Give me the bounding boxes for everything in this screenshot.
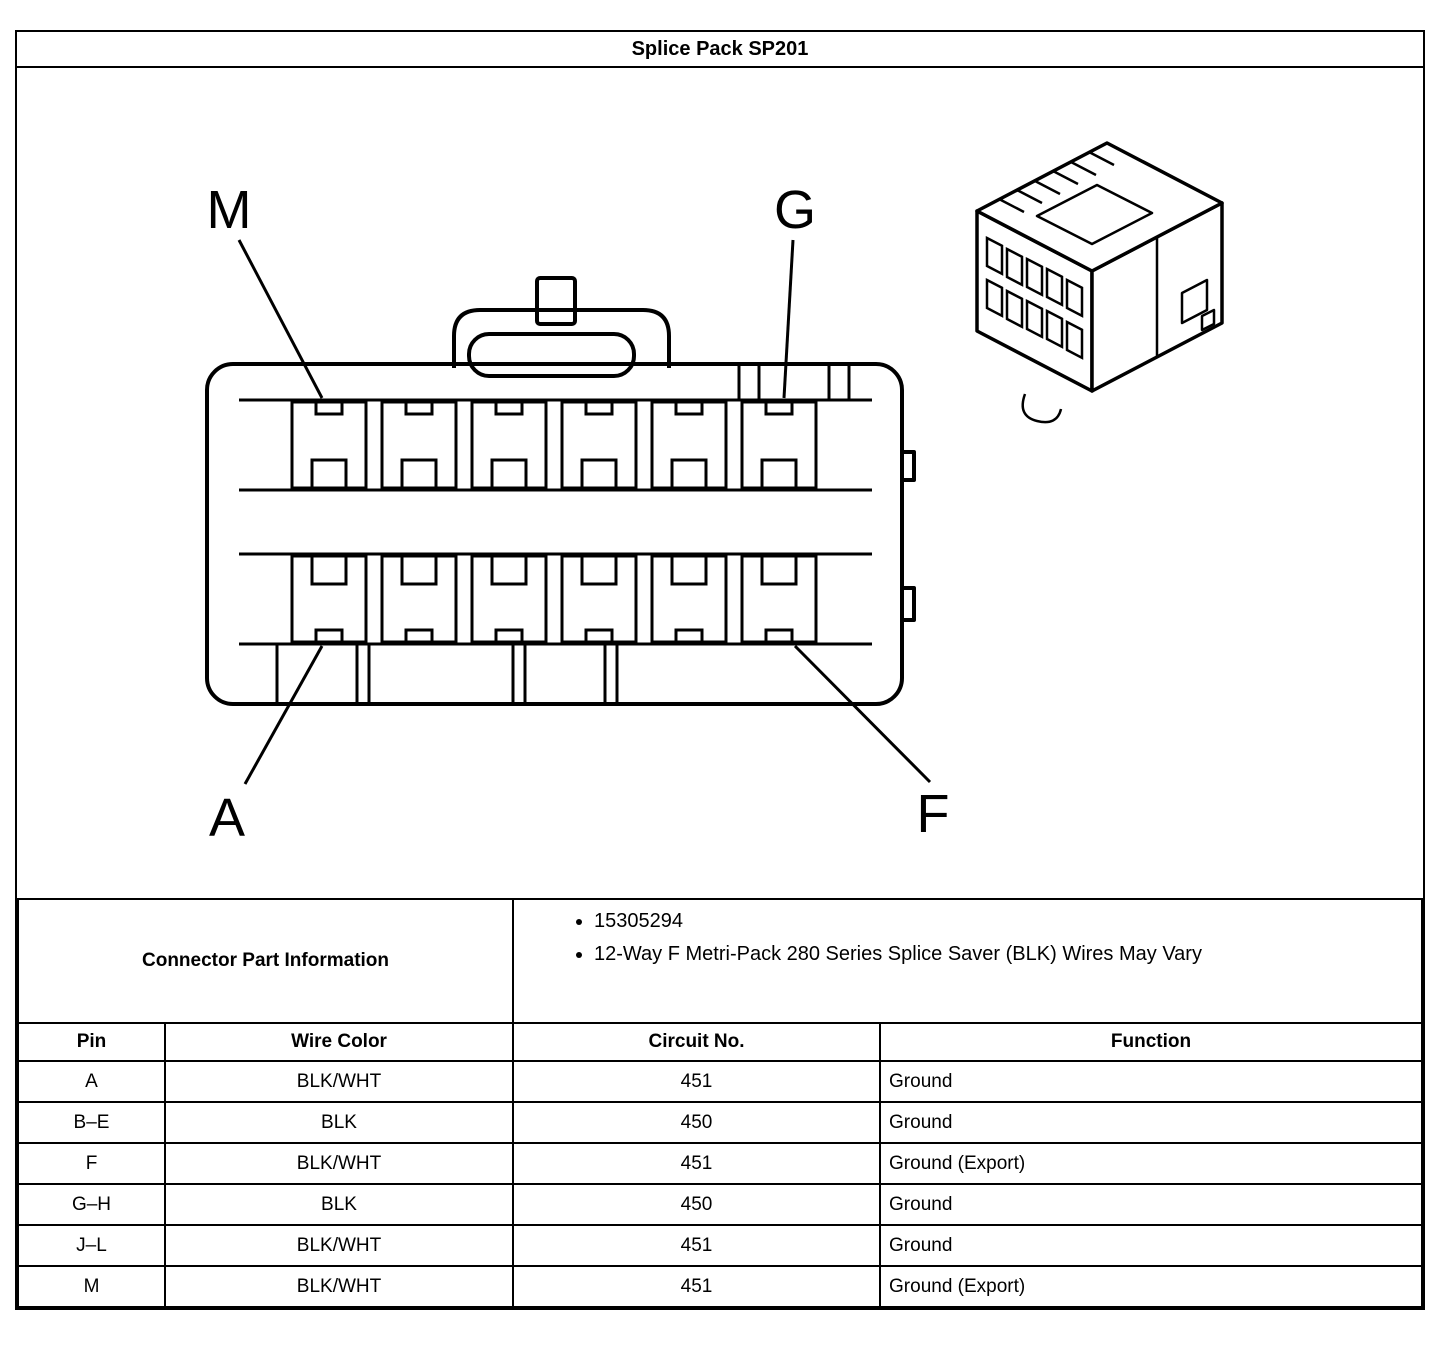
function-cell: Ground bbox=[879, 1224, 1423, 1267]
top-protrusion bbox=[452, 308, 671, 368]
col-header-pin: Pin bbox=[17, 1022, 166, 1062]
cavity-row-top bbox=[290, 400, 818, 490]
connector-body bbox=[205, 362, 904, 706]
connector-info-table: Connector Part Information 15305294 12-W… bbox=[16, 898, 1423, 1308]
connector-front-view bbox=[205, 276, 916, 706]
pin-table-header-row: Pin Wire Color Circuit No. Function bbox=[17, 1022, 1423, 1062]
label-slot bbox=[467, 332, 636, 378]
terminal-wire bbox=[1021, 393, 1063, 424]
circuit-no-cell: 451 bbox=[512, 1060, 882, 1103]
circuit-no-cell: 451 bbox=[512, 1265, 882, 1308]
right-bump-top bbox=[902, 450, 916, 482]
pin-label-m: M bbox=[207, 180, 252, 240]
table-row: A BLK/WHT 451 Ground bbox=[17, 1060, 1423, 1103]
side-latch bbox=[1180, 278, 1209, 325]
wire-color-cell: BLK/WHT bbox=[163, 1224, 515, 1267]
cavity-rails bbox=[239, 366, 872, 702]
pin-cell: A bbox=[17, 1060, 166, 1103]
col-header-wire-color: Wire Color bbox=[163, 1022, 515, 1062]
leader-lines bbox=[237, 239, 932, 785]
side-latch-hook bbox=[1200, 308, 1216, 332]
page-title: Splice Pack SP201 bbox=[17, 32, 1423, 68]
pin-cell: F bbox=[17, 1142, 166, 1185]
table-row: F BLK/WHT 451 Ground (Export) bbox=[17, 1142, 1423, 1185]
wire-color-cell: BLK bbox=[163, 1101, 515, 1144]
circuit-no-cell: 451 bbox=[512, 1142, 882, 1185]
wire-color-cell: BLK/WHT bbox=[163, 1060, 515, 1103]
col-header-circuit-no: Circuit No. bbox=[512, 1022, 882, 1062]
table-row: B–E BLK 450 Ground bbox=[17, 1101, 1423, 1144]
circuit-no-cell: 450 bbox=[512, 1183, 882, 1226]
top-tab bbox=[535, 276, 577, 326]
part-info-header: Connector Part Information bbox=[16, 898, 515, 1024]
function-cell: Ground (Export) bbox=[879, 1265, 1423, 1308]
pin-cell: M bbox=[17, 1265, 166, 1308]
part-number: 15305294 bbox=[594, 910, 1421, 933]
top-ribs bbox=[998, 150, 1115, 214]
circuit-no-cell: 451 bbox=[512, 1224, 882, 1267]
function-cell: Ground bbox=[879, 1060, 1423, 1103]
table-row: J–L BLK/WHT 451 Ground bbox=[17, 1224, 1423, 1267]
pin-label-g: G bbox=[774, 180, 816, 240]
connector-diagram: M G A F bbox=[17, 68, 1423, 898]
table-row: G–H BLK 450 Ground bbox=[17, 1183, 1423, 1226]
top-recess bbox=[1035, 183, 1154, 246]
pin-label-f: F bbox=[917, 784, 950, 844]
table-row: M BLK/WHT 451 Ground (Export) bbox=[17, 1265, 1423, 1308]
wire-color-cell: BLK/WHT bbox=[163, 1142, 515, 1185]
part-info-row: Connector Part Information 15305294 12-W… bbox=[16, 898, 1423, 1024]
col-header-function: Function bbox=[879, 1022, 1423, 1062]
pin-cell: G–H bbox=[17, 1183, 166, 1226]
part-info-details: 15305294 12-Way F Metri-Pack 280 Series … bbox=[512, 898, 1423, 1024]
pin-label-a: A bbox=[209, 788, 245, 848]
wire-color-cell: BLK/WHT bbox=[163, 1265, 515, 1308]
function-cell: Ground (Export) bbox=[879, 1142, 1423, 1185]
wire-color-cell: BLK bbox=[163, 1183, 515, 1226]
function-cell: Ground bbox=[879, 1183, 1423, 1226]
part-description: 12-Way F Metri-Pack 280 Series Splice Sa… bbox=[594, 943, 1421, 966]
circuit-no-cell: 450 bbox=[512, 1101, 882, 1144]
pin-cell: J–L bbox=[17, 1224, 166, 1267]
cavity-row-bottom bbox=[290, 554, 818, 644]
function-cell: Ground bbox=[879, 1101, 1423, 1144]
right-bump-bottom bbox=[902, 586, 916, 622]
manual-page: Splice Pack SP201 bbox=[15, 30, 1425, 1310]
pin-cell: B–E bbox=[17, 1101, 166, 1144]
connector-3d-view bbox=[975, 141, 1224, 393]
splice-pack-diagram: M G A F bbox=[205, 141, 1224, 848]
